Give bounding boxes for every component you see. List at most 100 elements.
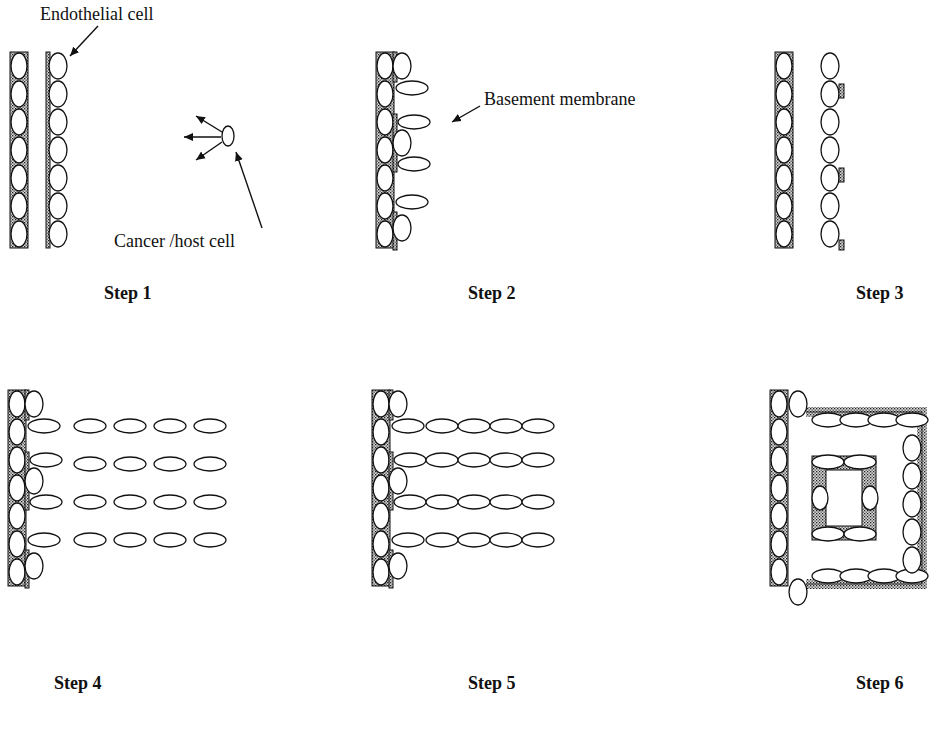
endothelial-cell <box>821 137 839 163</box>
endothelial-cell <box>776 165 792 191</box>
endothelial-cell <box>9 419 25 445</box>
endothelial-cell <box>11 193 27 219</box>
endothelial-cell <box>522 533 554 547</box>
endothelial-cell <box>9 447 25 473</box>
endothelial-cell <box>821 81 839 107</box>
endothelial-cell <box>771 391 787 417</box>
endothelial-cell <box>393 215 411 241</box>
endothelial-cell <box>458 533 490 547</box>
endothelial-cell <box>490 495 522 509</box>
basement-membrane-edge <box>806 412 922 584</box>
leader-line <box>452 106 480 122</box>
endothelial-cell <box>868 569 900 583</box>
endothelial-cell <box>74 495 106 509</box>
endothelial-cell <box>11 221 27 247</box>
endothelial-cell <box>49 221 67 247</box>
basement-membrane <box>372 390 390 586</box>
endothelial-cell <box>11 165 27 191</box>
endothelial-cell <box>28 419 60 433</box>
endothelial-cell <box>522 495 554 509</box>
endothelial-cell <box>373 419 389 445</box>
endothelial-cell <box>194 419 226 433</box>
endothelial-cell <box>490 533 522 547</box>
basement-membrane <box>839 168 844 182</box>
endothelial-cell <box>373 531 389 557</box>
endothelial-cell <box>771 559 787 585</box>
endothelial-cell <box>812 413 844 427</box>
endothelial-cell <box>490 419 522 433</box>
migration-arrow <box>196 142 222 160</box>
endothelial-cell <box>458 453 490 467</box>
step-label: Step 5 <box>468 674 516 694</box>
endothelial-cell <box>426 453 458 467</box>
endothelial-cell <box>840 569 872 583</box>
endothelial-cell <box>821 193 839 219</box>
endothelial-cell <box>458 419 490 433</box>
endothelial-cell <box>776 109 792 135</box>
endothelial-cell <box>11 53 27 79</box>
endothelial-cell <box>49 193 67 219</box>
endothelial-cell <box>812 527 844 541</box>
endothelial-cell <box>812 486 828 510</box>
part-label: Endothelial cell <box>40 5 153 25</box>
endothelial-cell <box>74 419 106 433</box>
endothelial-cell <box>821 165 839 191</box>
endothelial-cell <box>844 527 876 541</box>
endothelial-cell <box>154 419 186 433</box>
endothelial-cell <box>776 81 792 107</box>
endothelial-cell <box>903 463 921 489</box>
endothelial-cell <box>373 559 389 585</box>
endothelial-cell <box>776 53 792 79</box>
endothelial-cell <box>154 533 186 547</box>
endothelial-cell <box>49 165 67 191</box>
endothelial-cell <box>903 435 921 461</box>
endothelial-cell <box>394 495 426 509</box>
endothelial-cell <box>28 533 60 547</box>
basement-membrane <box>775 52 793 248</box>
endothelial-cell <box>377 221 393 247</box>
endothelial-cell <box>30 495 62 509</box>
endothelial-cell <box>812 569 844 583</box>
endothelial-cell <box>771 419 787 445</box>
endothelial-cell <box>25 468 43 494</box>
endothelial-cell <box>154 457 186 471</box>
endothelial-cell <box>771 531 787 557</box>
migration-arrow <box>184 136 221 137</box>
endothelial-cell <box>393 53 411 79</box>
endothelial-cell <box>776 221 792 247</box>
endothelial-cell <box>821 53 839 79</box>
basement-membrane <box>770 390 788 586</box>
endothelial-cell <box>377 193 393 219</box>
endothelial-cell <box>222 126 234 146</box>
endothelial-cell <box>377 165 393 191</box>
endothelial-cell <box>458 495 490 509</box>
endothelial-cell <box>821 109 839 135</box>
leader-line <box>70 26 98 56</box>
endothelial-cell <box>11 81 27 107</box>
endothelial-cell <box>426 419 458 433</box>
basement-membrane <box>839 84 844 98</box>
endothelial-cell <box>426 533 458 547</box>
endothelial-cell <box>389 391 407 417</box>
endothelial-cell <box>25 391 43 417</box>
endothelial-cell <box>74 533 106 547</box>
endothelial-cell <box>398 157 430 171</box>
leader-line <box>236 152 262 228</box>
endothelial-cell <box>776 193 792 219</box>
endothelial-cell <box>25 553 43 579</box>
endothelial-cell <box>9 503 25 529</box>
endothelial-cell <box>903 519 921 545</box>
basement-membrane <box>8 390 26 586</box>
endothelial-cell <box>194 533 226 547</box>
endothelial-cell <box>903 491 921 517</box>
endothelial-cell <box>74 457 106 471</box>
migration-arrow <box>196 116 222 132</box>
step-label: Step 1 <box>104 284 152 304</box>
basement-membrane <box>806 412 922 584</box>
endothelial-cell <box>389 553 407 579</box>
endothelial-cell <box>896 413 928 427</box>
endothelial-cell <box>771 447 787 473</box>
endothelial-cell <box>30 453 62 467</box>
